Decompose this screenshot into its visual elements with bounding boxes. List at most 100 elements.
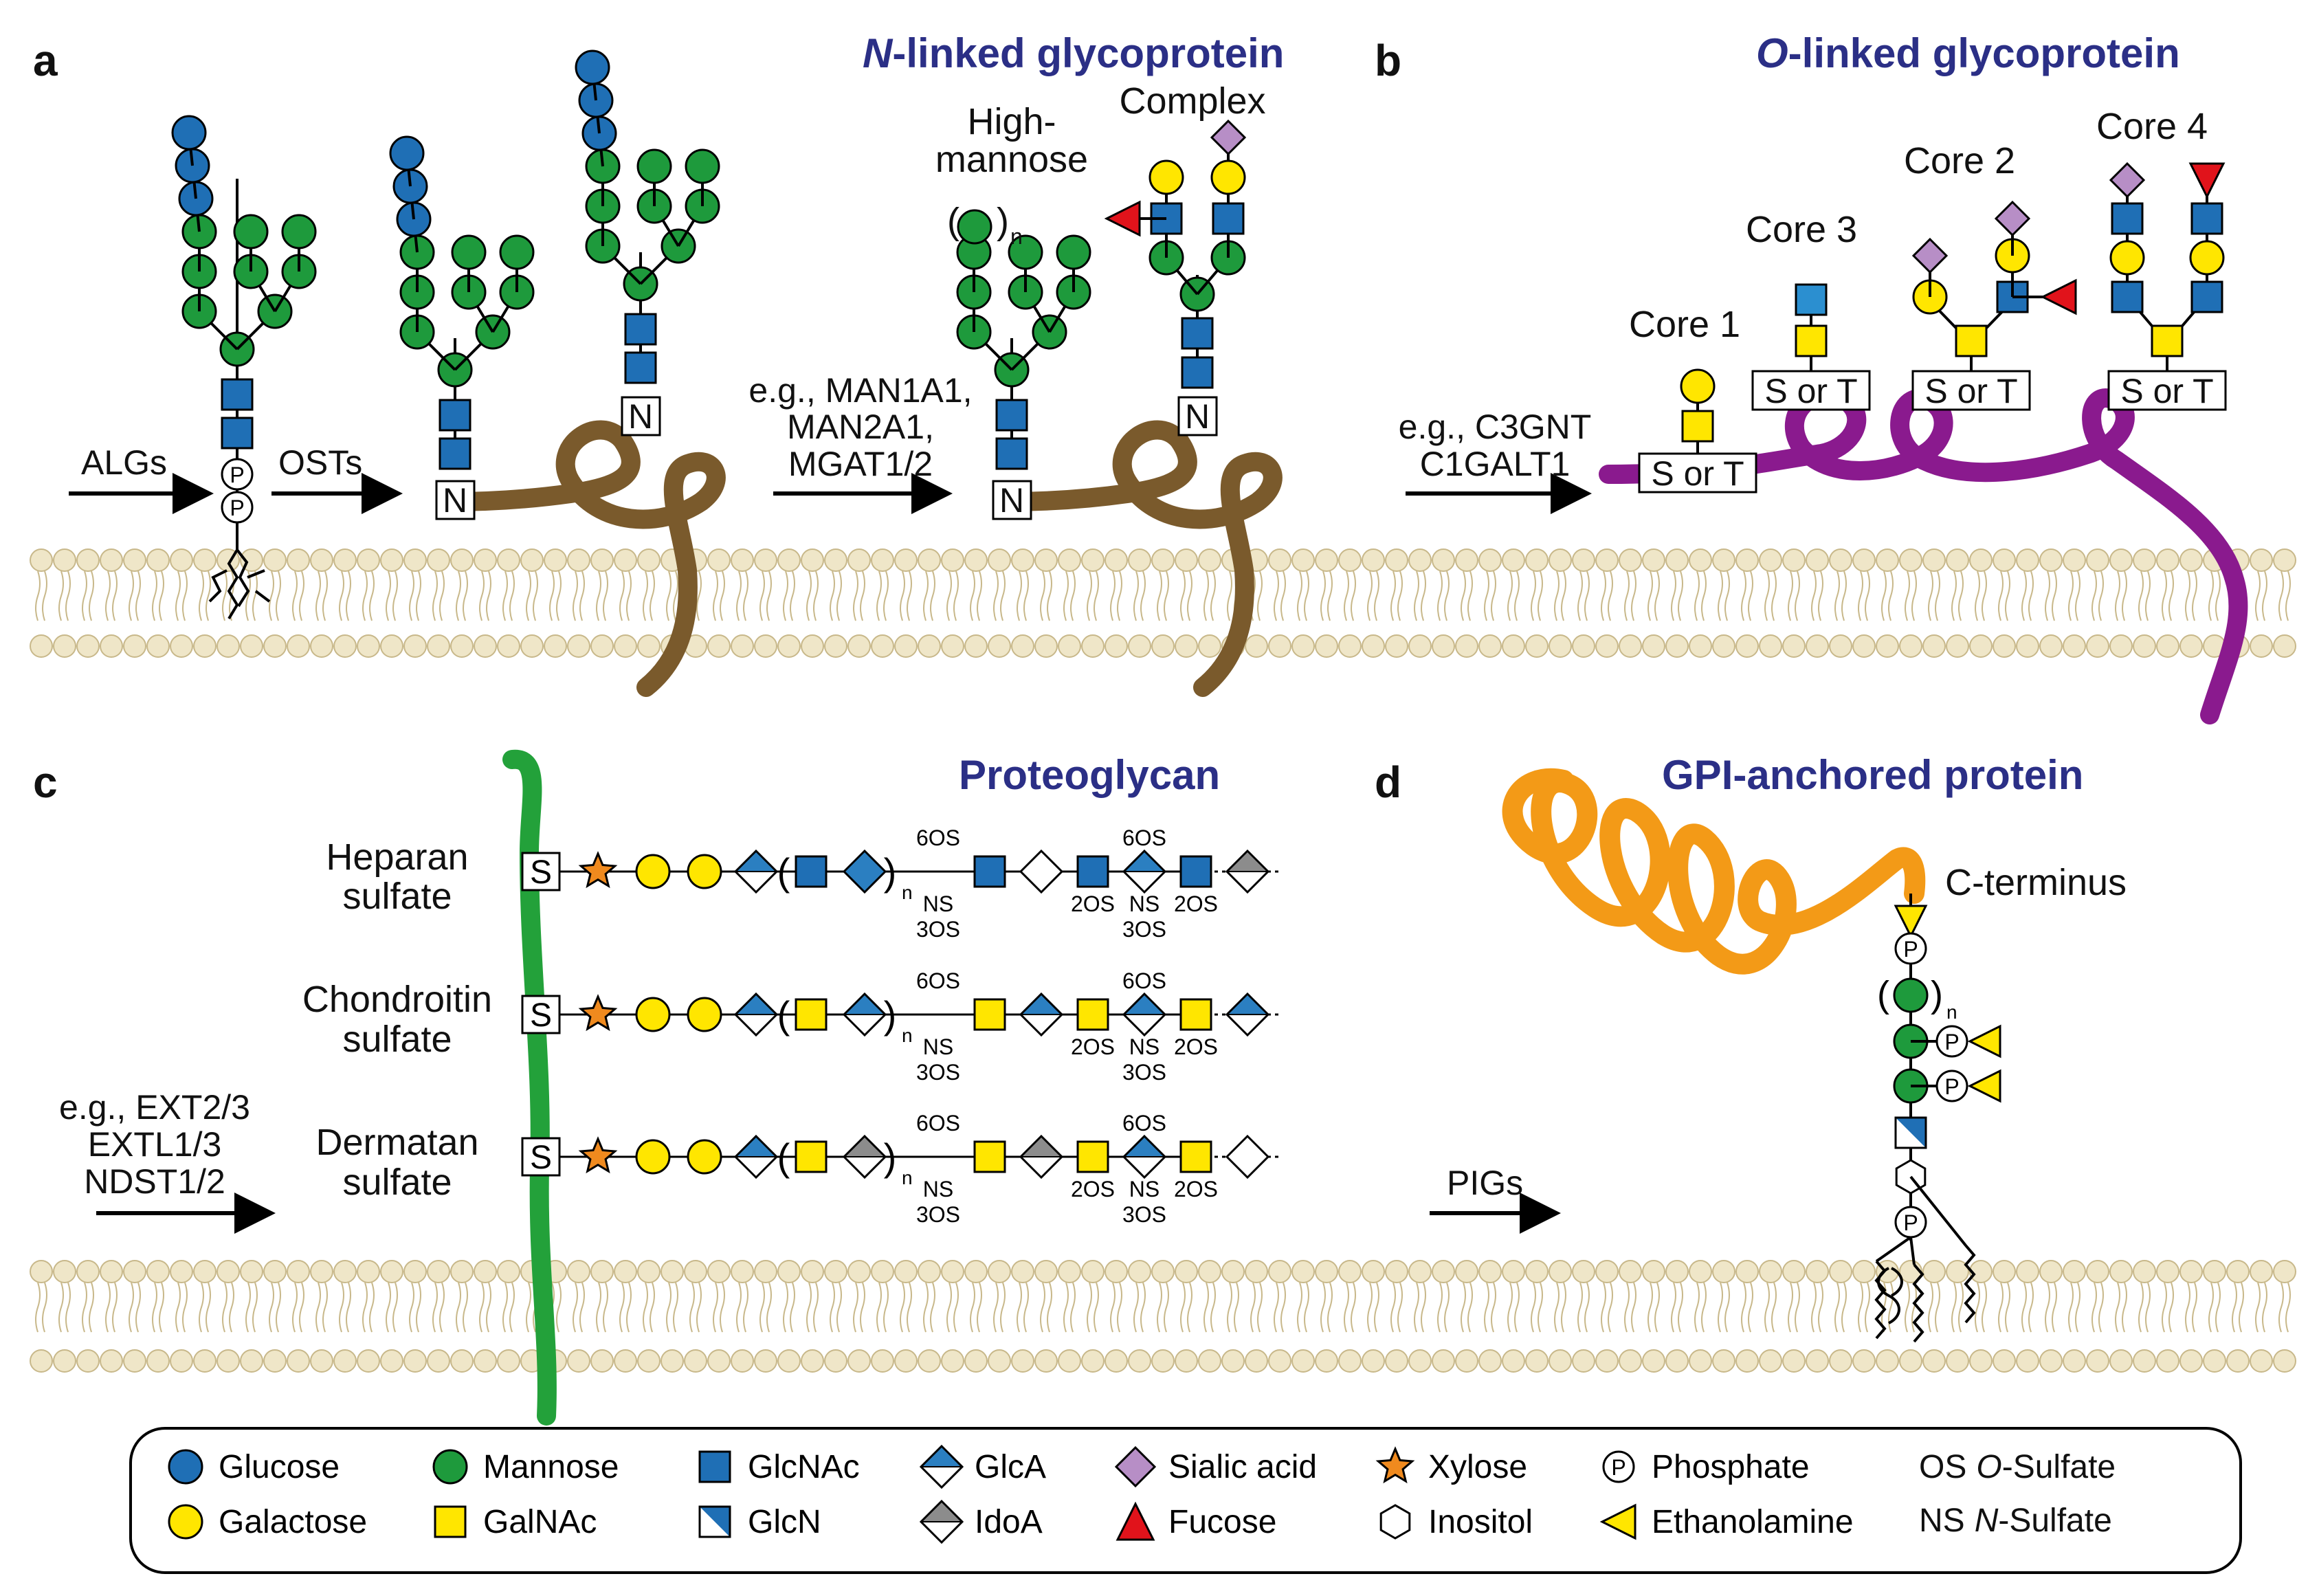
purple-diamond-icon: [1114, 1445, 1157, 1488]
glucose: [389, 135, 425, 171]
glcnac: [995, 437, 1028, 470]
row-name-chondroitin-1: Chondroitin: [302, 979, 492, 1020]
phosphate-icon: P: [1602, 1450, 1635, 1483]
phosphate: P: [1935, 1025, 1968, 1058]
row-name-dermatan-1: Dermatan: [315, 1122, 478, 1163]
mod-3os: 3OS: [1122, 1060, 1166, 1085]
idoa: [1019, 849, 1064, 894]
label-core-4: Core 4: [2096, 106, 2208, 147]
glcnac: [439, 399, 471, 432]
glcnac: [1076, 855, 1109, 888]
galnac: [1955, 324, 1988, 357]
mannose: [1056, 234, 1091, 270]
panel-letter-a: a: [33, 36, 58, 85]
glca: [842, 849, 887, 894]
glcnac: [1181, 356, 1214, 389]
galnac: [1179, 1140, 1212, 1173]
galnac: [795, 998, 828, 1031]
repeat-open: (: [1877, 974, 1889, 1015]
galnac: [795, 1140, 828, 1173]
galnac: [1681, 410, 1714, 443]
glcnac: [795, 855, 828, 888]
row-name-heparan-1: Heparan: [326, 836, 468, 878]
phosphate: P: [221, 458, 254, 491]
svg-text:P: P: [1903, 1210, 1918, 1235]
half-blue-square-icon: [698, 1505, 731, 1538]
galactose: [687, 997, 722, 1032]
glca: [842, 992, 887, 1037]
repeat-open: (: [777, 1135, 790, 1179]
glycan-ost-transferred: [389, 135, 535, 470]
residue-n-2: N: [621, 396, 661, 436]
mannose: [499, 234, 535, 270]
red-triangle-icon: [1116, 1501, 1155, 1541]
repeat-n: n: [902, 1167, 913, 1188]
phosphate: P: [1935, 1069, 1968, 1102]
yellow-triangle-icon: [1599, 1503, 1636, 1540]
svg-text:P: P: [1611, 1455, 1625, 1480]
panel-letter-d: d: [1375, 757, 1401, 807]
panel-a-title-rest: -linked glycoprotein: [892, 30, 1284, 76]
legend-label: GlcN: [748, 1504, 821, 1540]
ethanolamine: [1967, 1024, 2001, 1059]
residue-s-label: S: [530, 997, 552, 1034]
mod-3os: 3OS: [1122, 917, 1166, 942]
mannose: [233, 214, 269, 250]
panel-b-title-italic: O: [1756, 30, 1788, 76]
yellow-circle-icon: [168, 1504, 203, 1540]
galnac: [2151, 324, 2184, 357]
label-complex: Complex: [1119, 80, 1265, 122]
glca: [1225, 992, 1270, 1037]
ethanolamine: [1894, 905, 1928, 939]
orange-star-icon: [1375, 1446, 1415, 1484]
galnac: [1795, 324, 1828, 357]
glcnac: [221, 378, 254, 411]
mod-3os: 3OS: [916, 1202, 960, 1227]
glcnac: [973, 855, 1006, 888]
galnac: [1076, 1140, 1109, 1173]
sialic-acid: [1994, 200, 2031, 237]
label-core-3: Core 3: [1746, 209, 1857, 250]
galactose: [1149, 159, 1184, 195]
lipid-bilayer-bottom: [30, 1260, 2296, 1373]
label-core-1: Core 1: [1629, 304, 1740, 345]
label-core-2: Core 2: [1904, 140, 2015, 181]
mod-ns: NS: [923, 1034, 953, 1059]
mod-2os: 2OS: [1174, 891, 1218, 916]
mod-ns: NS: [923, 891, 953, 916]
repeat-close: ): [1931, 974, 1943, 1015]
label-high: High-: [967, 101, 1056, 142]
mannose: [451, 234, 487, 270]
mod-ns: NS: [1129, 1034, 1159, 1059]
legend-label: Sialic acid: [1168, 1449, 1317, 1485]
xylose: [578, 1136, 618, 1174]
glycan-complex: [1104, 119, 1247, 389]
glca: [1019, 992, 1064, 1037]
svg-text:N: N: [999, 481, 1024, 520]
idoa: [1225, 849, 1270, 894]
xylose: [578, 851, 618, 889]
fucose: [2188, 162, 2226, 199]
mod-ns: NS: [1129, 1177, 1159, 1201]
label-c-terminus: C-terminus: [1945, 862, 2127, 903]
arrow-label-ext: e.g., EXT2/3: [59, 1088, 250, 1127]
panel-letter-c: c: [33, 757, 58, 807]
glcnac: [1181, 317, 1214, 350]
residue-st-core1: S or T: [1638, 452, 1757, 494]
glca: [1122, 1134, 1167, 1179]
half-blue-diamond-icon: [919, 1444, 964, 1489]
n-protein-2: [997, 420, 1283, 697]
fucose: [1104, 200, 1141, 237]
legend-label: Glucose: [219, 1449, 340, 1485]
o-glycan-cores: [1680, 162, 2226, 454]
mod-6os: 6OS: [916, 825, 960, 850]
glcnac: [221, 417, 254, 450]
mod-6os: 6OS: [916, 968, 960, 993]
mod-3os: 3OS: [916, 1060, 960, 1085]
glycan-lipid-linked: PP: [171, 115, 317, 524]
yellow-square-icon: [434, 1505, 467, 1538]
